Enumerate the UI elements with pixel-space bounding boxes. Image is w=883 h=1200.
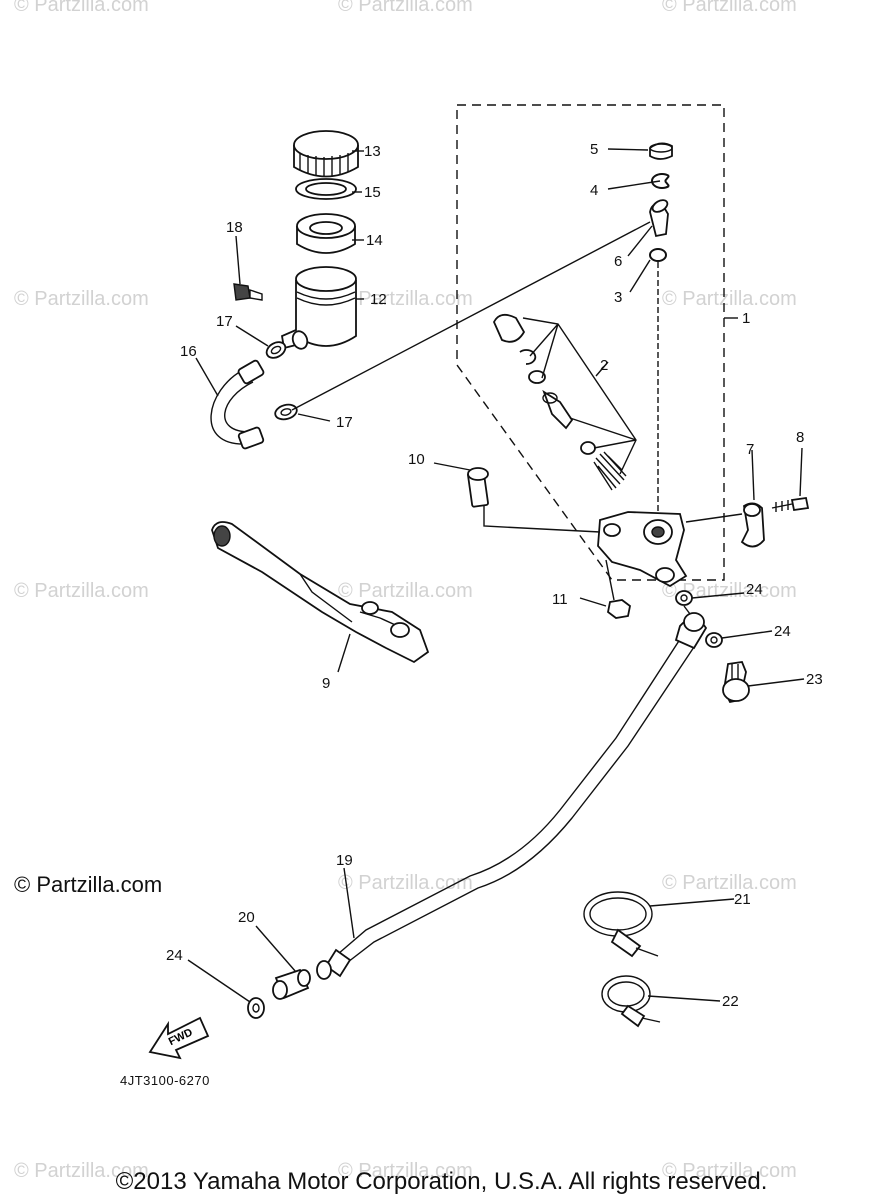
callout-24b: 24 [774,623,791,640]
watermark: © Partzilla.com [662,580,797,602]
watermark: © Partzilla.com [14,580,149,602]
lever-pivot-bolt [467,467,489,520]
callout-17a: 17 [216,313,233,330]
callout-8: 8 [796,429,804,446]
hose-end-fitting [272,968,311,1000]
callout-22: 22 [722,993,739,1010]
piston-kit [493,313,637,491]
callout-20: 20 [238,909,255,926]
watermark: © Partzilla.com [338,288,473,310]
reservoir-hose [210,359,265,450]
watermark: © Partzilla.com [662,1160,797,1182]
callout-24c: 24 [166,947,183,964]
callout-18: 18 [226,219,243,236]
callout-7: 7 [746,441,754,458]
holder-bolt [771,496,810,512]
watermark: © Partzilla.com [338,1160,473,1182]
reservoir-screw [233,283,263,301]
callout-13: 13 [364,143,381,160]
callout-24a: 24 [746,581,763,598]
callout-12: 12 [370,291,387,308]
watermark: © Partzilla.com [338,0,473,16]
callout-23: 23 [806,671,823,688]
watermark: © Partzilla.com [662,872,797,894]
clutch-lever [211,521,430,664]
callout-21: 21 [734,891,751,908]
hose-clamp-lower [274,403,298,421]
callout-1: 1 [742,310,750,327]
o-ring [649,248,667,262]
assembly-boundary [456,104,725,581]
callout-15: 15 [364,184,381,201]
diagram-code: 4JT3100-6270 [120,1073,210,1088]
forward-arrow: FWD [148,1016,210,1060]
callout-6: 6 [614,253,622,270]
callout-4: 4 [590,182,598,199]
circlip [651,173,670,189]
watermark: © Partzilla.com [338,580,473,602]
watermark: © Partzilla.com [662,0,797,16]
watermark: © Partzilla.com [662,288,797,310]
master-cylinder-body [597,511,688,588]
callout-3: 3 [614,289,622,306]
clutch-hose [316,612,708,980]
copper-washer-upper [675,590,693,606]
callout-9: 9 [322,675,330,692]
leader-lines [187,148,805,1003]
callout-16: 16 [180,343,197,360]
hose-joint [649,199,669,238]
callout-19: 19 [336,852,353,869]
callout-2: 2 [600,357,608,374]
footer-copyright: ©2013 Yamaha Motor Corporation, U.S.A. A… [115,1168,768,1195]
master-cylinder-holder [740,502,765,548]
watermark: © Partzilla.com [338,872,473,894]
hose-clamp-upper [265,341,287,359]
union-bolt [722,661,750,704]
callout-17b: 17 [336,414,353,431]
copyright-notice: © Partzilla.com [14,872,163,897]
watermark: © Partzilla.com [14,0,149,16]
callout-10: 10 [408,451,425,468]
copper-washer-lower [705,632,723,648]
reservoir-tank [280,266,357,350]
callout-5: 5 [590,141,598,158]
lever-nut [607,599,631,619]
callout-11: 11 [552,591,568,608]
cable-tie-small [601,975,661,1028]
reservoir-cap [293,130,359,178]
watermark: © Partzilla.com [14,1160,149,1182]
cable-tie-large [583,891,659,958]
copper-washer-bottom [247,997,265,1019]
diaphragm [296,213,356,254]
callout-14: 14 [366,232,383,249]
boot-cap [649,142,673,160]
watermark: © Partzilla.com [14,288,149,310]
diaphragm-plate [295,178,357,200]
